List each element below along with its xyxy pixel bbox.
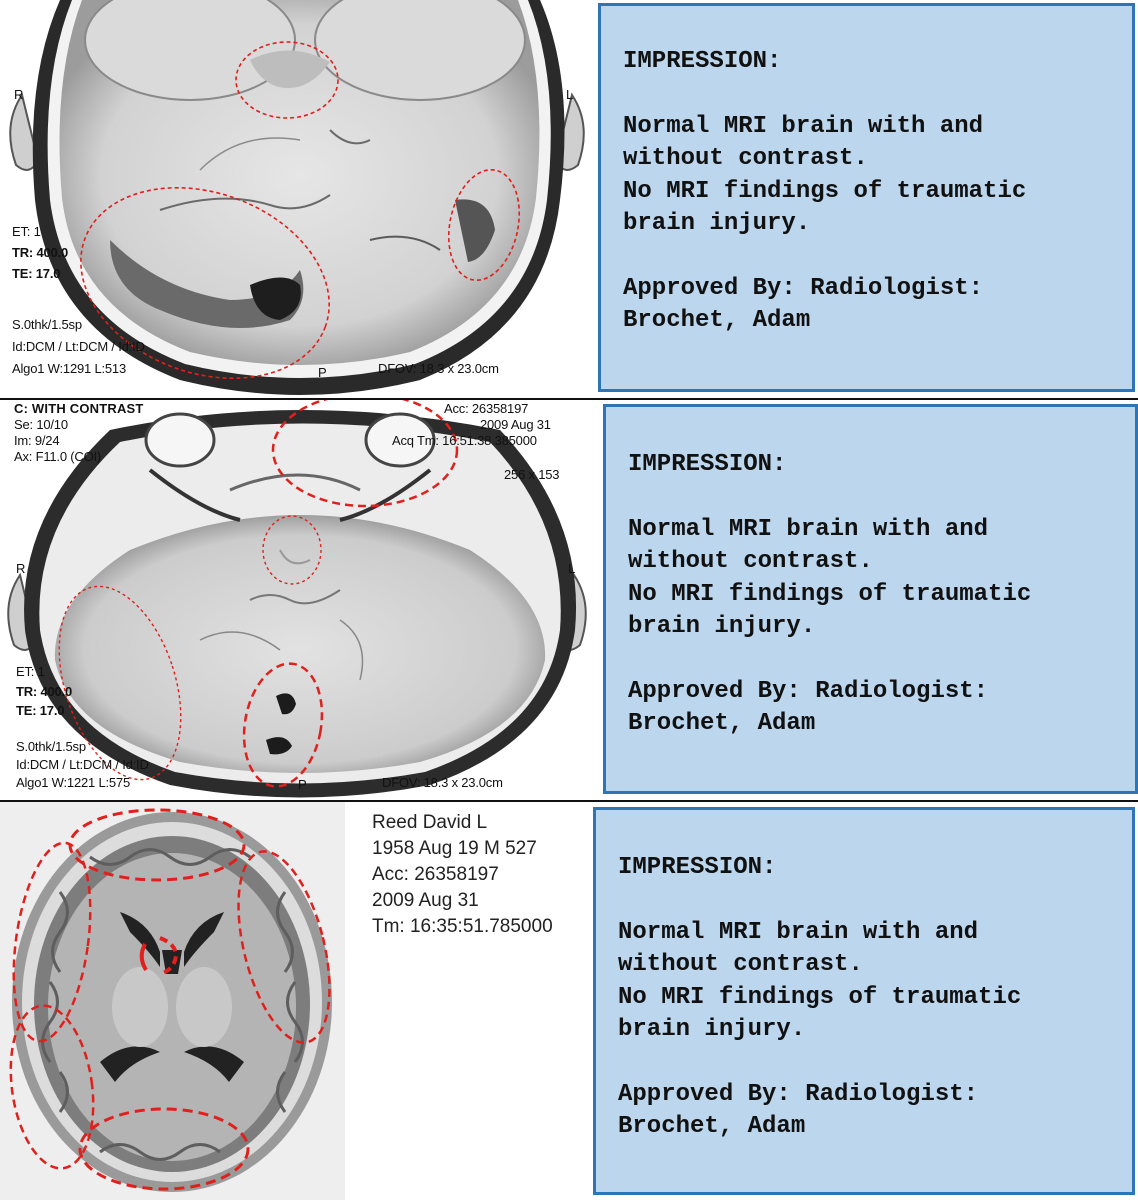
panel-divider: [0, 800, 1138, 802]
annotation-circle: [271, 400, 459, 508]
approved-by: Approved By: Radiologist: Brochet, Adam: [628, 677, 989, 738]
mri-axial-image-3: [0, 802, 345, 1200]
impression-label: IMPRESSION:: [618, 854, 777, 881]
overlay-date: 2009 Aug 31: [480, 417, 551, 432]
overlay-slice: S.0thk/1.5sp: [12, 317, 82, 332]
overlay-se: Se: 10/10: [14, 417, 68, 432]
panel-2: C: WITH CONTRAST Se: 10/10 Im: 9/24 Ax: …: [0, 400, 1138, 798]
overlay-tr: TR: 400.0: [16, 684, 73, 699]
overlay-im: Im: 9/24: [14, 433, 60, 448]
patient-dob: 1958 Aug 19 M 527: [372, 838, 537, 859]
overlay-series-title: C: WITH CONTRAST: [14, 401, 144, 416]
left-marker: R: [16, 561, 26, 576]
approved-by: Approved By: Radiologist: Brochet, Adam: [618, 1080, 979, 1141]
overlay-et: ET: 1: [12, 224, 41, 239]
impression-findings: Normal MRI brain with and without contra…: [628, 515, 1032, 641]
mri-scan-3: [0, 802, 345, 1200]
approved-by: Approved By: Radiologist: Brochet, Adam: [623, 274, 984, 335]
annotation-circle: [242, 662, 324, 788]
overlay-slice: S.0thk/1.5sp: [16, 739, 86, 754]
impression-label: IMPRESSION:: [623, 48, 782, 75]
overlay-ids: Id:DCM / Lt:DCM / Id:ID: [12, 339, 145, 354]
patient-time: Tm: 16:35:51.785000: [372, 916, 553, 937]
annotation-circle: [78, 1107, 250, 1191]
impression-findings: Normal MRI brain with and without contra…: [623, 112, 1027, 238]
panel-3: Reed David L 1958 Aug 19 M 527 Acc: 2635…: [0, 802, 1138, 1200]
patient-info: Reed David L 1958 Aug 19 M 527 Acc: 2635…: [372, 810, 594, 940]
overlay-tr: TR: 400.0: [12, 245, 69, 260]
report-box-2: IMPRESSION: Normal MRI brain with and wi…: [603, 404, 1138, 794]
posterior-marker: P: [298, 777, 307, 792]
annotation-circle: [58, 585, 182, 781]
patient-acc: Acc: 26358197: [372, 864, 499, 885]
patient-name: Reed David L: [372, 812, 488, 833]
impression-label: IMPRESSION:: [628, 451, 787, 478]
overlay-fov: DFOV: 18.3 x 23.0cm: [378, 361, 499, 376]
mri-axial-image-1: [0, 0, 596, 398]
overlay-ax: Ax: F11.0 (COI): [14, 449, 102, 464]
mri-scan-2: C: WITH CONTRAST Se: 10/10 Im: 9/24 Ax: …: [0, 400, 596, 798]
right-marker: L: [566, 87, 574, 102]
report-box-1: IMPRESSION: Normal MRI brain with and wi…: [598, 3, 1135, 392]
overlay-algo: Algo1 W:1291 L:513: [12, 361, 126, 376]
report-box-3: IMPRESSION: Normal MRI brain with and wi…: [593, 807, 1135, 1195]
annotation-circle: [80, 186, 330, 380]
overlay-et: ET: 1: [16, 664, 45, 679]
overlay-acc: Acc: 26358197: [444, 401, 529, 416]
right-marker: L: [568, 561, 576, 576]
posterior-marker: P: [318, 365, 327, 380]
overlay-te: TE: 17.0: [16, 703, 65, 718]
panel-1: R L P ET: 1 TR: 400.0 TE: 17.0 S.0thk/1.…: [0, 0, 1138, 398]
mri-scan-1: R L P ET: 1 TR: 400.0 TE: 17.0 S.0thk/1.…: [0, 0, 596, 398]
panel-divider: [0, 398, 1138, 400]
impression-findings: Normal MRI brain with and without contra…: [618, 918, 1022, 1044]
annotation-circle: [12, 841, 92, 1043]
annotation-circle: [235, 41, 339, 119]
overlay-ids: Id:DCM / Lt:DCM / Id:ID: [16, 757, 149, 772]
left-marker: R: [14, 87, 24, 102]
annotation-circle: [447, 168, 521, 282]
annotation-circle: [237, 850, 331, 1044]
annotation-circle: [9, 1004, 95, 1170]
overlay-te: TE: 17.0: [12, 266, 61, 281]
overlay-algo: Algo1 W:1221 L:575: [16, 775, 130, 790]
overlay-acq-time: Acq Tm: 16:51:38.385000: [392, 433, 537, 448]
overlay-matrix: 256 x 153: [504, 467, 560, 482]
patient-date: 2009 Aug 31: [372, 890, 479, 911]
mri-axial-image-2: [0, 400, 596, 798]
overlay-fov: DFOV: 18.3 x 23.0cm: [382, 775, 503, 790]
annotation-circle: [262, 515, 322, 585]
